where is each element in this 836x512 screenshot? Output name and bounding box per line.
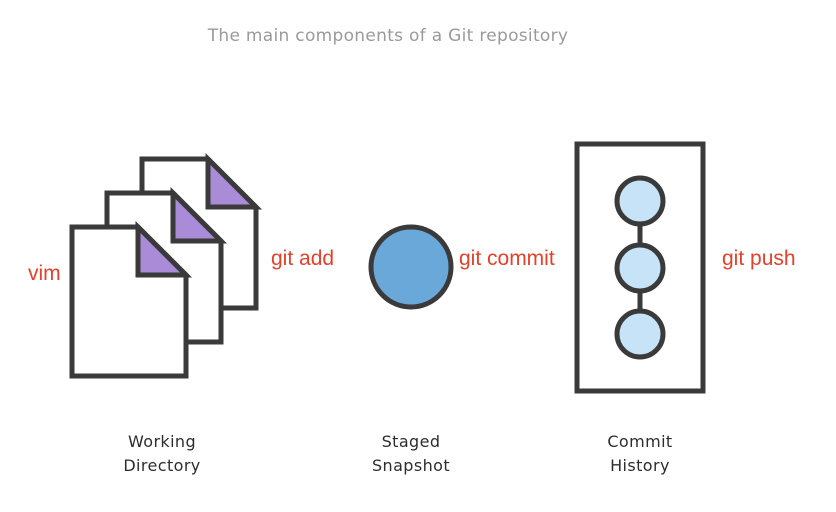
staged-snapshot-caption-line2: Snapshot xyxy=(372,456,450,475)
working-directory-caption: Working Directory xyxy=(82,430,242,478)
diagram-title: The main components of a Git repository xyxy=(207,26,569,46)
working-directory-caption-line2: Directory xyxy=(123,456,201,475)
file-icon-front xyxy=(69,220,193,379)
files-stack-icon xyxy=(69,152,263,379)
commit-node-icon xyxy=(614,308,666,360)
git-add-command-label: git add xyxy=(271,247,335,270)
working-directory-caption-line1: Working xyxy=(127,432,197,451)
staged-snapshot-caption: Staged Snapshot xyxy=(331,430,491,478)
git-push-command-label: git push xyxy=(722,247,796,270)
commit-history-caption-line1: Commit xyxy=(607,432,673,451)
commit-history-caption: Commit History xyxy=(560,430,720,478)
staged-snapshot-caption-line1: Staged xyxy=(381,432,441,451)
commit-history-caption-line2: History xyxy=(610,456,670,475)
staged-snapshot-circle-icon xyxy=(368,224,454,310)
commit-node-icon xyxy=(614,175,666,227)
commit-history-icon xyxy=(574,141,706,394)
vim-command-label: vim xyxy=(28,262,61,285)
commit-node-icon xyxy=(614,242,666,294)
git-commit-command-label: git commit xyxy=(459,247,555,270)
